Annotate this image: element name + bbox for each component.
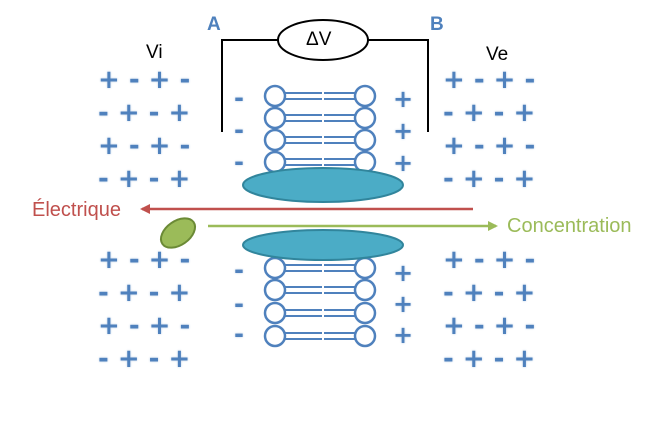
phospholipid-icon <box>263 256 377 280</box>
inside-top-charge-row-2: - + - + <box>98 98 191 128</box>
membrane-inner-charge: - <box>234 256 244 284</box>
concentration-gradient-label: Concentration <box>507 215 632 237</box>
outside-top-charge-row-4: - + - + <box>443 164 536 194</box>
outside-potential-label: Ve <box>486 44 509 65</box>
voltmeter-ellipse <box>277 19 369 61</box>
phospholipid-icon <box>263 84 377 108</box>
ion-particle-icon <box>159 217 197 249</box>
wire-b <box>368 39 429 132</box>
inside-top-charge-row-3: + - + - <box>98 131 191 161</box>
outside-top-charge-row-3: + - + - <box>443 131 536 161</box>
lipid-bilayer-bottom <box>263 256 377 348</box>
inside-bottom-charge-row-2: - + - + <box>98 278 191 308</box>
membrane-outer-charge: + <box>393 85 414 113</box>
membrane-outer-charge: + <box>393 117 414 145</box>
channel-protein-top <box>242 167 404 203</box>
membrane-outer-charge: + <box>393 149 414 177</box>
voltmeter-label: ΔV <box>306 29 332 50</box>
membrane-inner-charge: - <box>234 148 244 176</box>
inside-bottom-charge-row-3: + - + - <box>98 311 191 341</box>
outside-bottom-charge-row-3: + - + - <box>443 311 536 341</box>
membrane-outer-charge: + <box>393 290 414 318</box>
outside-bottom-charge-row-1: + - + - <box>443 245 536 275</box>
lipid-bilayer-top <box>263 84 377 174</box>
membrane-inner-charge: - <box>234 320 244 348</box>
outside-top-charge-row-2: - + - + <box>443 98 536 128</box>
membrane-inner-charge: - <box>234 290 244 318</box>
electric-gradient-label: Électrique <box>32 199 121 221</box>
inside-bottom-charge-row-4: - + - + <box>98 344 191 374</box>
outside-top-charge-row-1: + - + - <box>443 65 536 95</box>
electrode-b-label: B <box>430 14 444 35</box>
outside-bottom-charge-row-4: - + - + <box>443 344 536 374</box>
phospholipid-icon <box>263 324 377 348</box>
membrane-outer-charge: + <box>393 259 414 287</box>
phospholipid-icon <box>263 301 377 325</box>
inside-top-charge-row-4: - + - + <box>98 164 191 194</box>
inside-top-charge-row-1: + - + - <box>98 65 191 95</box>
membrane-outer-charge: + <box>393 321 414 349</box>
wire-a <box>221 39 278 132</box>
membrane-inner-charge: - <box>234 116 244 144</box>
inside-bottom-charge-row-1: + - + - <box>98 245 191 275</box>
electrode-a-label: A <box>207 14 221 35</box>
phospholipid-icon <box>263 128 377 152</box>
voltmeter-circuit <box>221 19 429 132</box>
channel-protein-bottom <box>242 229 404 261</box>
inside-potential-label: Vi <box>146 42 163 63</box>
membrane-inner-charge: - <box>234 84 244 112</box>
phospholipid-icon <box>263 106 377 130</box>
outside-bottom-charge-row-2: - + - + <box>443 278 536 308</box>
phospholipid-icon <box>263 278 377 302</box>
